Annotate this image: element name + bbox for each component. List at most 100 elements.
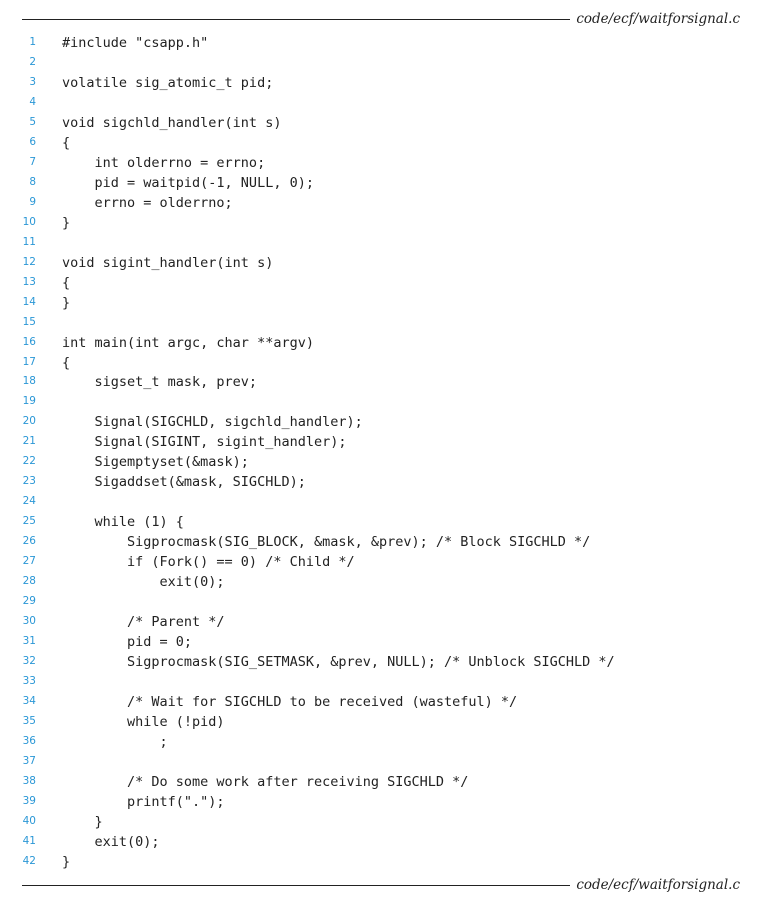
- code-line: 13 {: [0, 273, 758, 293]
- code-text: pid = 0;: [62, 634, 193, 651]
- line-number: 22: [22, 455, 36, 468]
- code-line: 36 ;: [0, 732, 758, 752]
- line-number: 20: [22, 415, 36, 428]
- code-line: 10}: [0, 213, 758, 233]
- code-text: pid = waitpid(-1, NULL, 0);: [62, 174, 314, 191]
- code-line: 21 Signal(SIGINT, sigint_handler);: [0, 432, 758, 452]
- code-line: 42}: [0, 852, 758, 872]
- code-line: 29: [0, 592, 758, 612]
- top-rule: [22, 18, 571, 20]
- line-number: 12: [22, 255, 36, 268]
- code-text: }: [62, 853, 71, 870]
- line-number: 41: [22, 834, 36, 847]
- code-line: 17 {: [0, 353, 758, 373]
- code-line: 4: [0, 93, 758, 113]
- code-text: printf(".");: [62, 793, 225, 810]
- code-text: {: [62, 274, 71, 291]
- code-line: 19: [0, 392, 758, 412]
- code-line: 2: [0, 53, 758, 73]
- line-number: 34: [22, 694, 36, 707]
- listing-footer: code/ecf/waitforsignal.c: [22, 875, 740, 895]
- code-text: /* Wait for SIGCHLD to be received (wast…: [62, 693, 518, 710]
- code-line: 35 while (!pid): [0, 712, 758, 732]
- code-text: {: [62, 354, 71, 371]
- code-line: 18 sigset_t mask, prev;: [0, 372, 758, 392]
- code-text: exit(0);: [62, 574, 225, 591]
- line-number: 17: [22, 355, 36, 368]
- line-number: 14: [22, 295, 36, 308]
- code-line: 31 pid = 0;: [0, 632, 758, 652]
- line-number: 42: [22, 854, 36, 867]
- code-text: void sigint_handler(int s): [62, 254, 274, 271]
- code-text: /* Parent */: [62, 614, 225, 631]
- line-number: 5: [29, 115, 36, 128]
- line-number: 2: [29, 55, 36, 68]
- code-line: 37: [0, 752, 758, 772]
- code-line: 20 Signal(SIGCHLD, sigchld_handler);: [0, 412, 758, 432]
- code-line: 24: [0, 492, 758, 512]
- code-line: 15: [0, 313, 758, 333]
- code-text: Sigemptyset(&mask);: [62, 454, 249, 471]
- code-text: }: [62, 813, 103, 830]
- code-line: 26 Sigprocmask(SIG_BLOCK, &mask, &prev);…: [0, 532, 758, 552]
- code-line: 14}: [0, 293, 758, 313]
- code-text: Sigprocmask(SIG_BLOCK, &mask, &prev); /*…: [62, 534, 591, 551]
- line-number: 1: [29, 36, 36, 48]
- code-text: errno = olderrno;: [62, 194, 233, 211]
- code-line: 1 #include "csapp.h": [0, 33, 758, 53]
- code-text: }: [62, 214, 71, 231]
- code-line: 41 exit(0);: [0, 832, 758, 852]
- line-number: 8: [29, 175, 36, 188]
- code-line: 22 Sigemptyset(&mask);: [0, 452, 758, 472]
- code-text: Signal(SIGCHLD, sigchld_handler);: [62, 414, 363, 431]
- code-text: /* Do some work after receiving SIGCHLD …: [62, 773, 469, 790]
- code-line: 23 Sigaddset(&mask, SIGCHLD);: [0, 472, 758, 492]
- line-number: 39: [22, 794, 36, 807]
- code-line: 30 /* Parent */: [0, 612, 758, 632]
- line-number: 13: [22, 275, 36, 288]
- code-text: void sigchld_handler(int s): [62, 114, 282, 131]
- code-text: int olderrno = errno;: [62, 154, 266, 171]
- line-number: 26: [22, 535, 36, 548]
- line-number: 36: [22, 734, 36, 747]
- code-line: 39 printf(".");: [0, 792, 758, 812]
- line-number: 30: [22, 615, 36, 628]
- line-number: 23: [22, 475, 36, 488]
- line-number: 33: [22, 675, 36, 687]
- code-text: exit(0);: [62, 833, 160, 850]
- line-number: 35: [22, 714, 36, 727]
- line-number: 11: [22, 235, 36, 248]
- line-number: 7: [29, 155, 36, 168]
- code-text: volatile sig_atomic_t pid;: [62, 74, 274, 91]
- code-line: 9 errno = olderrno;: [0, 193, 758, 213]
- code-line: 40 }: [0, 812, 758, 832]
- bottom-rule: [22, 884, 571, 886]
- line-number: 10: [22, 215, 36, 228]
- code-text: sigset_t mask, prev;: [62, 374, 258, 391]
- code-text: {: [62, 134, 71, 151]
- code-text: #include "csapp.h": [62, 35, 209, 51]
- code-line: 25 while (1) {: [0, 512, 758, 532]
- code-line: 32 Sigprocmask(SIG_SETMASK, &prev, NULL)…: [0, 652, 758, 672]
- code-text: Signal(SIGINT, sigint_handler);: [62, 434, 347, 451]
- code-line: 11: [0, 233, 758, 253]
- line-number: 19: [22, 395, 36, 408]
- line-number: 32: [22, 655, 36, 668]
- code-line: 8 pid = waitpid(-1, NULL, 0);: [0, 173, 758, 193]
- line-number: 31: [22, 635, 36, 648]
- code-line: 6{: [0, 133, 758, 153]
- line-number: 29: [22, 595, 36, 608]
- code-line: 28 exit(0);: [0, 572, 758, 592]
- code-text: while (1) {: [62, 514, 184, 531]
- line-number: 6: [29, 135, 36, 148]
- line-number: 27: [22, 555, 36, 568]
- line-number: 9: [29, 195, 36, 208]
- code-text: int main(int argc, char **argv): [62, 334, 314, 351]
- code-line: 34 /* Wait for SIGCHLD to be received (w…: [0, 692, 758, 712]
- header-filename: code/ecf/waitforsignal.c: [576, 11, 740, 27]
- code-line: 33: [0, 672, 758, 692]
- listing-header: code/ecf/waitforsignal.c: [22, 9, 740, 29]
- code-line: 12 void sigint_handler(int s): [0, 253, 758, 273]
